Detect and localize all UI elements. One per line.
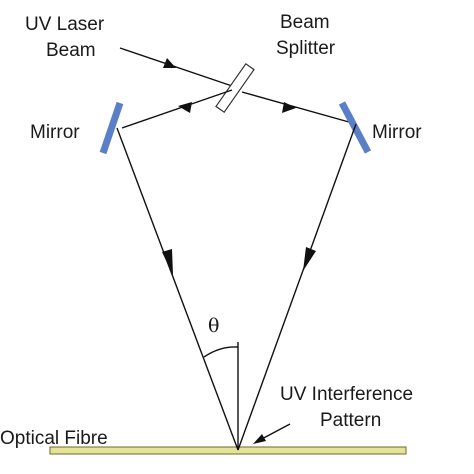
split-ray-left [121,89,233,129]
split-arrowhead-left [178,102,192,113]
beam-splitter-label-line2: Splitter [276,38,336,59]
mirror-left-label: Mirror [30,122,80,143]
interference-label-line1: UV Interference [280,384,413,405]
uv-laser-beam-label-line1: UV Laser [25,14,105,35]
incoming-beam-arrowhead [163,58,176,68]
theta-symbol: θ [208,315,219,337]
mirror-left [99,101,124,155]
split-arrowhead-right [282,102,296,113]
incoming-beam-ray [119,47,239,89]
reflected-ray-right [237,123,357,451]
interference-pointer-arrowhead [253,434,266,444]
beam-splitter [215,62,255,114]
optical-fibre-label: Optical Fibre [0,428,108,449]
theta-arc [203,346,239,358]
mirror-right-label: Mirror [372,122,422,143]
split-ray-right [241,91,357,125]
interference-label-line2: Pattern [320,410,381,431]
beam-splitter-label-line1: Beam [280,12,330,33]
reflected-arrowhead-right [303,247,316,271]
reflected-ray-left [116,127,239,451]
uv-laser-beam-label-line2: Beam [46,40,96,61]
optical-fibre [49,446,407,455]
reflected-arrowhead-left [162,249,173,275]
